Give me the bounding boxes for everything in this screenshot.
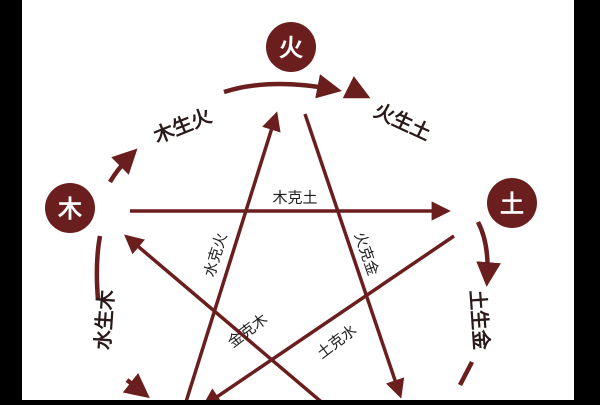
arrow-water-controls-fire <box>183 111 281 405</box>
node-fire-label: 火 <box>279 34 303 62</box>
node-earth-label: 土 <box>500 190 524 218</box>
label-earth-generates-metal: 土生金 <box>465 289 493 352</box>
arc-to-wood <box>108 148 138 184</box>
arc-bottom-right <box>458 360 474 387</box>
arc-water-to-wood <box>94 235 103 301</box>
label-wood-controls-earth: 木克土 <box>272 189 317 207</box>
arrow-fire-controls-metal <box>303 113 405 399</box>
label-water-generates-wood: 水生木 <box>90 288 118 351</box>
node-wood-label: 木 <box>57 195 83 223</box>
node-fire: 火 <box>266 22 316 72</box>
arrow-metal-controls-wood <box>124 234 327 405</box>
arc-fire-to-earth <box>342 76 371 99</box>
arrow-earth-controls-water <box>201 234 455 405</box>
arc-wood-to-fire <box>223 74 342 99</box>
node-earth: 土 <box>487 178 537 228</box>
arc-bottom-left <box>122 373 150 399</box>
arc-earth-to-metal <box>475 220 501 287</box>
node-wood: 木 <box>45 183 95 233</box>
